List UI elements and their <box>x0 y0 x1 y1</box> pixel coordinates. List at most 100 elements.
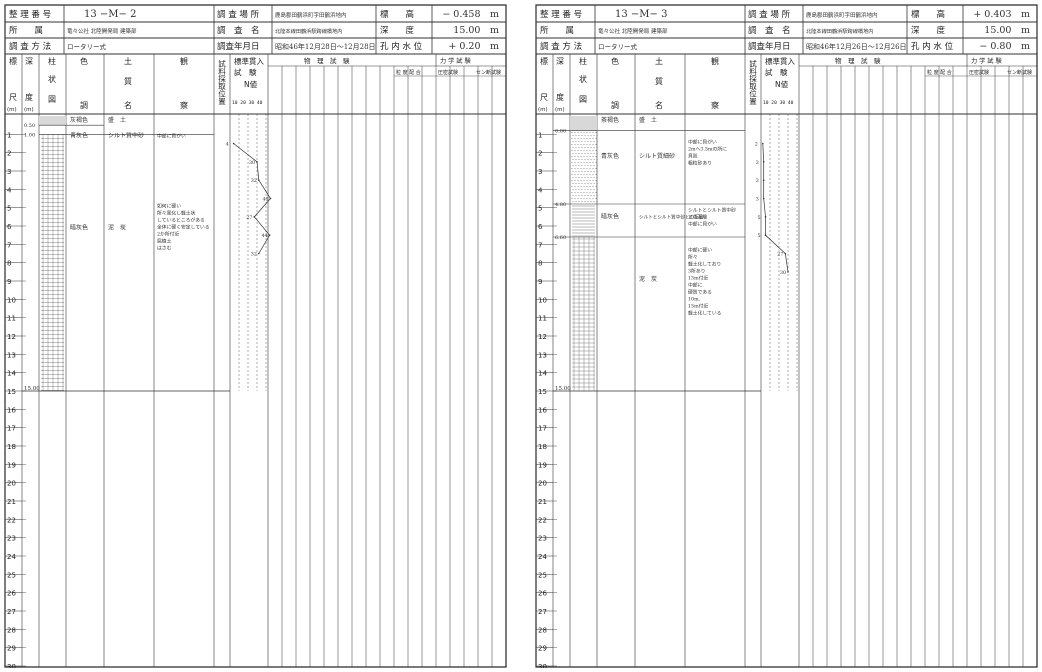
depth-label: 4 <box>538 186 543 194</box>
sand-dot <box>590 159 592 161</box>
col-label-shaku-unit: (m) <box>538 107 548 113</box>
sand-dot <box>574 180 576 182</box>
label-survey-name: 調 査 名 <box>217 25 260 36</box>
sand-dot <box>577 198 579 200</box>
sand-dot <box>590 153 592 155</box>
sand-dot <box>577 180 579 182</box>
observation-line: 2か所付近 <box>157 231 179 238</box>
observation-line: 腐植土 <box>157 238 172 245</box>
sand-dot <box>574 168 576 170</box>
sand-dot <box>572 189 574 191</box>
sand-dot <box>571 138 573 140</box>
col-label-n-scale: 10 20 30 40 <box>232 100 263 106</box>
sand-dot <box>577 132 579 134</box>
sand-dot <box>581 135 583 137</box>
depth-label: 7 <box>538 241 542 249</box>
sand-dot <box>578 183 580 185</box>
sand-dot <box>589 144 591 146</box>
sand-dot <box>595 150 597 152</box>
sand-dot <box>586 198 588 200</box>
depth-label: 10 <box>7 296 16 304</box>
col-label-sample-position: 試料採取位置 <box>217 59 226 106</box>
col-label-shaku: 尺 <box>540 93 548 102</box>
sand-dot <box>572 165 574 167</box>
sand-dot <box>586 180 588 182</box>
boring-end-depth: 15.00 <box>555 386 571 392</box>
layer-soil-name: 泥 炭 <box>108 224 126 232</box>
depth-label: 21 <box>7 498 16 506</box>
n-value-point <box>787 271 789 273</box>
sand-dot <box>587 147 589 149</box>
col-label-do2: 質 <box>655 76 663 86</box>
sand-dot <box>592 186 594 188</box>
sand-dot <box>584 177 586 179</box>
sand-dot <box>590 201 592 203</box>
depth-label: 30 <box>538 663 547 668</box>
sand-dot <box>583 180 585 182</box>
sand-dot <box>580 168 582 170</box>
col-label-physical: 物 理 試 験 <box>835 56 881 65</box>
sand-dot <box>577 186 579 188</box>
sand-dot <box>586 186 588 188</box>
depth-label: 1 <box>7 131 11 139</box>
col-label-shin2: 度 <box>25 92 33 102</box>
sand-dot <box>587 153 589 155</box>
layer-soil-name: 泥 炭 <box>639 275 657 283</box>
sand-dot <box>578 177 580 179</box>
water-level-value: + 0.20 m <box>448 41 499 52</box>
depth-label: 1 <box>538 131 542 139</box>
depth-label: 24 <box>7 553 16 561</box>
elevation-value: + 0.403 m <box>973 9 1030 20</box>
layer-soil-name: シルト質細砂 <box>639 152 675 160</box>
n-value-label: 32 <box>251 252 257 258</box>
n-value-point <box>764 216 767 218</box>
sand-dot <box>587 141 589 143</box>
sand-dot <box>589 168 591 170</box>
sand-dot <box>584 141 586 143</box>
depth-label: 19 <box>538 461 547 469</box>
col-label-hyo: 標 <box>9 56 17 66</box>
depth-label: 27 <box>538 608 547 616</box>
depth-label: 27 <box>7 608 16 616</box>
sand-dot <box>590 141 592 143</box>
n-value-label: 5 <box>758 233 761 239</box>
col-label-shaku-unit: (m) <box>7 107 17 113</box>
depth-label: 18 <box>538 443 547 451</box>
sand-dot <box>590 189 592 191</box>
col-label-chu2: 状 <box>579 74 587 84</box>
n-value-point <box>764 234 767 236</box>
observation-line: シルトとシルト質中砂 <box>688 206 736 213</box>
survey-name-value: 北陸本線田鶴浜駅跨線橋地内 <box>275 27 342 35</box>
sand-dot <box>584 201 586 203</box>
depth-value: 15.00 m <box>984 25 1030 36</box>
observation-line: 全体に硬く安定している <box>157 224 210 231</box>
col-label-iro2: 調 <box>80 100 88 110</box>
col-label-shin-unit: (m) <box>555 107 565 113</box>
depth-label: 14 <box>538 370 547 378</box>
sand-dot <box>595 132 597 134</box>
sheet-number: 13 −M− 3 <box>615 9 667 20</box>
water-level-value: − 0.80 m <box>979 41 1030 52</box>
sand-dot <box>589 198 591 200</box>
sand-dot <box>580 156 582 158</box>
n-value-label: 44 <box>262 233 268 239</box>
depth-label: 28 <box>7 626 16 634</box>
label-date: 調査年月日 <box>748 41 791 52</box>
layer-color: 青灰色 <box>601 152 619 160</box>
sand-dot <box>586 138 588 140</box>
n-value-point <box>268 234 271 236</box>
depth-label: 5 <box>538 205 542 213</box>
sheet-frame <box>4 4 507 668</box>
sand-dot <box>575 141 577 143</box>
sand-dot <box>571 192 573 194</box>
sand-dot <box>586 162 588 164</box>
sand-dot <box>587 159 589 161</box>
depth-label: 2 <box>538 150 542 158</box>
sand-dot <box>592 156 594 158</box>
col-label-test: 試 験 <box>234 67 257 77</box>
sand-dot <box>574 162 576 164</box>
